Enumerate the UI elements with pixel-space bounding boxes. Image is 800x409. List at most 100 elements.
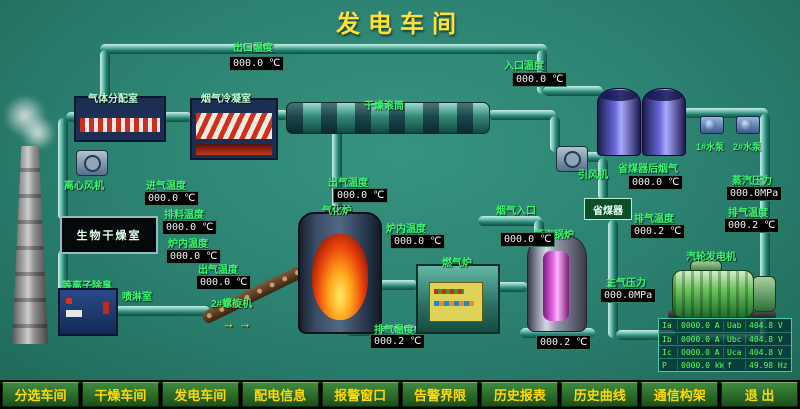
pipe xyxy=(550,116,560,152)
pipe xyxy=(100,44,547,54)
reading-label: 省煤器后烟气 xyxy=(618,164,678,175)
pipe xyxy=(543,86,603,96)
reading-label: 排气温度 xyxy=(728,208,768,219)
gas-distribution-label: 气体分配室 xyxy=(88,94,138,105)
plasma-cabinet xyxy=(58,288,118,336)
pipe xyxy=(332,126,342,214)
tank-cap xyxy=(600,90,638,101)
nav-alarm-window[interactable]: 报警窗口 xyxy=(321,382,399,407)
panel-cell: Uab xyxy=(723,321,745,330)
temp-display: 000.2 ℃ xyxy=(630,224,686,239)
nav-history-report[interactable]: 历史报表 xyxy=(481,382,559,407)
temp-display: 000.0 ℃ xyxy=(500,232,556,247)
fan-hub-icon xyxy=(84,155,101,172)
panel-cell: 404.8 V xyxy=(745,347,791,357)
temp-display: 000.2 ℃ xyxy=(536,335,592,350)
storage-tank-1 xyxy=(597,88,641,156)
generator-panel: Ia 0000.0 A Uab 404.8 V Ib 0000.0 A Ubc … xyxy=(658,318,792,372)
plasma-deodor-label: 等离子除臭 xyxy=(62,281,112,292)
reading-label: 排气温度 xyxy=(634,214,674,225)
water-pump-2-icon xyxy=(736,116,760,134)
panel-cell: 49.98 Hz xyxy=(745,360,791,370)
pipe xyxy=(608,220,618,292)
panel-row: Ic 0000.0 A Uca 404.8 V xyxy=(659,345,791,358)
reading-label: 炉内温度 xyxy=(168,239,208,250)
temp-display: 000.0 ℃ xyxy=(166,249,222,264)
pipe xyxy=(576,152,604,162)
pipe xyxy=(598,158,608,200)
nav-drying-workshop[interactable]: 干燥车间 xyxy=(81,382,159,407)
panel-cell: 0000.0 A xyxy=(677,321,723,330)
pipe xyxy=(273,110,289,120)
nav-comm-framework[interactable]: 通信构架 xyxy=(641,382,719,407)
pipe xyxy=(100,50,110,100)
panel-row: P 0000.0 kW f 49.98 Hz xyxy=(659,358,791,371)
turbine-end-cap xyxy=(752,276,776,312)
nav-distribution-info[interactable]: 配电信息 xyxy=(241,382,319,407)
gas-furnace xyxy=(416,264,500,334)
pipe xyxy=(376,280,418,290)
reading-label: 烟气入口 xyxy=(496,206,536,217)
reading-label: 排料温度 xyxy=(164,210,204,221)
panel-cell: 404.8 V xyxy=(745,321,791,330)
pipe xyxy=(160,112,192,122)
panel-cell: P xyxy=(662,360,667,370)
bio-drying-room: 生物干燥室 xyxy=(60,216,158,254)
temp-display: 000.0 ℃ xyxy=(196,275,252,290)
temp-display: 000.0 ℃ xyxy=(333,188,389,203)
panel-cell: f xyxy=(723,360,745,370)
condenser-glow xyxy=(196,144,272,155)
pipe xyxy=(534,220,544,240)
pump-impeller-icon xyxy=(705,119,716,130)
nav-power-workshop[interactable]: 发电车间 xyxy=(161,382,239,407)
temp-display: 000.0 ℃ xyxy=(512,72,568,87)
reading-label: 出口温度 xyxy=(233,43,273,54)
panel-cell: Ubc xyxy=(723,334,745,344)
distribution-stripes xyxy=(80,118,160,132)
centrifugal-fan-icon xyxy=(76,150,108,176)
temp-display: 000.0 ℃ xyxy=(144,191,200,206)
panel-row: Ib 0000.0 A Ubc 404.8 V xyxy=(659,332,791,345)
pipe xyxy=(58,250,68,310)
pump2-label: 2#水泵 xyxy=(733,142,762,152)
flue-condenser-label: 烟气冷凝室 xyxy=(201,94,251,105)
gas-furnace-label: 燃气炉 xyxy=(442,258,472,269)
panel-row: Ia 0000.0 A Uab 404.8 V xyxy=(659,319,791,332)
water-pump-1-icon xyxy=(700,116,724,134)
panel-cell: Ia xyxy=(662,321,672,330)
reading-label: 主气压力 xyxy=(606,278,646,289)
nav-exit[interactable]: 退 出 xyxy=(721,382,799,407)
reading-label: 进气温度 xyxy=(146,181,186,192)
gas-distribution-unit xyxy=(74,96,166,142)
flue-condenser-unit xyxy=(190,98,278,160)
chimney xyxy=(12,146,48,344)
boiler-core xyxy=(543,251,569,321)
indicator-red xyxy=(103,302,109,314)
furnace-screen-bar xyxy=(434,289,464,294)
pipe xyxy=(492,282,528,292)
smoke-puff xyxy=(18,118,58,148)
bottom-nav: 分选车间 干燥车间 发电车间 配电信息 报警窗口 告警界限 历史报表 历史曲线 … xyxy=(0,380,800,409)
spray-room-label: 喷淋室 xyxy=(122,292,152,303)
panel-cell: Uca xyxy=(723,347,745,357)
reading-label: 炉内温度 xyxy=(386,224,426,235)
reading-label: 出气温度 xyxy=(198,265,238,276)
panel-cell: 0000.0 A xyxy=(677,334,723,344)
pipe xyxy=(616,330,676,340)
pipe xyxy=(346,326,420,336)
nav-alarm-limits[interactable]: 告警界限 xyxy=(401,382,479,407)
pipe xyxy=(520,328,595,338)
temp-display: 000.0 ℃ xyxy=(628,175,684,190)
pump-impeller-icon xyxy=(741,119,752,130)
drying-drum-label: 干燥滚筒 xyxy=(364,101,404,112)
pipe xyxy=(683,108,768,118)
temp-display: 000.0 ℃ xyxy=(162,220,218,235)
storage-tank-2 xyxy=(642,88,686,156)
fan-hub-icon xyxy=(564,151,581,168)
process-mimic: 1#水泵 2#水泵 离心风机 引风机 生物干燥室 等离子除臭 喷淋室 → → 2… xyxy=(0,0,800,380)
gasifier-vessel xyxy=(298,212,382,334)
temp-display: 000.2 ℃ xyxy=(724,218,780,233)
nav-sorting-workshop[interactable]: 分选车间 xyxy=(2,382,79,407)
nav-history-curve[interactable]: 历史曲线 xyxy=(561,382,639,407)
